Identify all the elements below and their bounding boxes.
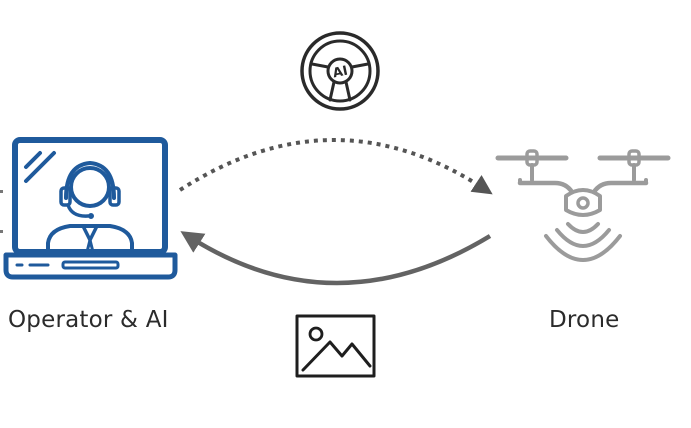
drone-label: Drone	[549, 307, 620, 333]
ai-steering-wheel-icon: AI	[300, 31, 380, 111]
laptop-operator-headset-icon	[3, 137, 178, 280]
feedback-arrow	[180, 231, 492, 286]
edge-marks	[0, 190, 3, 233]
ai-icon-text: AI	[331, 64, 349, 82]
drone-signal-icon	[495, 149, 671, 262]
control-arrow	[178, 138, 493, 195]
image-icon	[295, 314, 376, 378]
operator-label: Operator & AI	[8, 307, 169, 333]
